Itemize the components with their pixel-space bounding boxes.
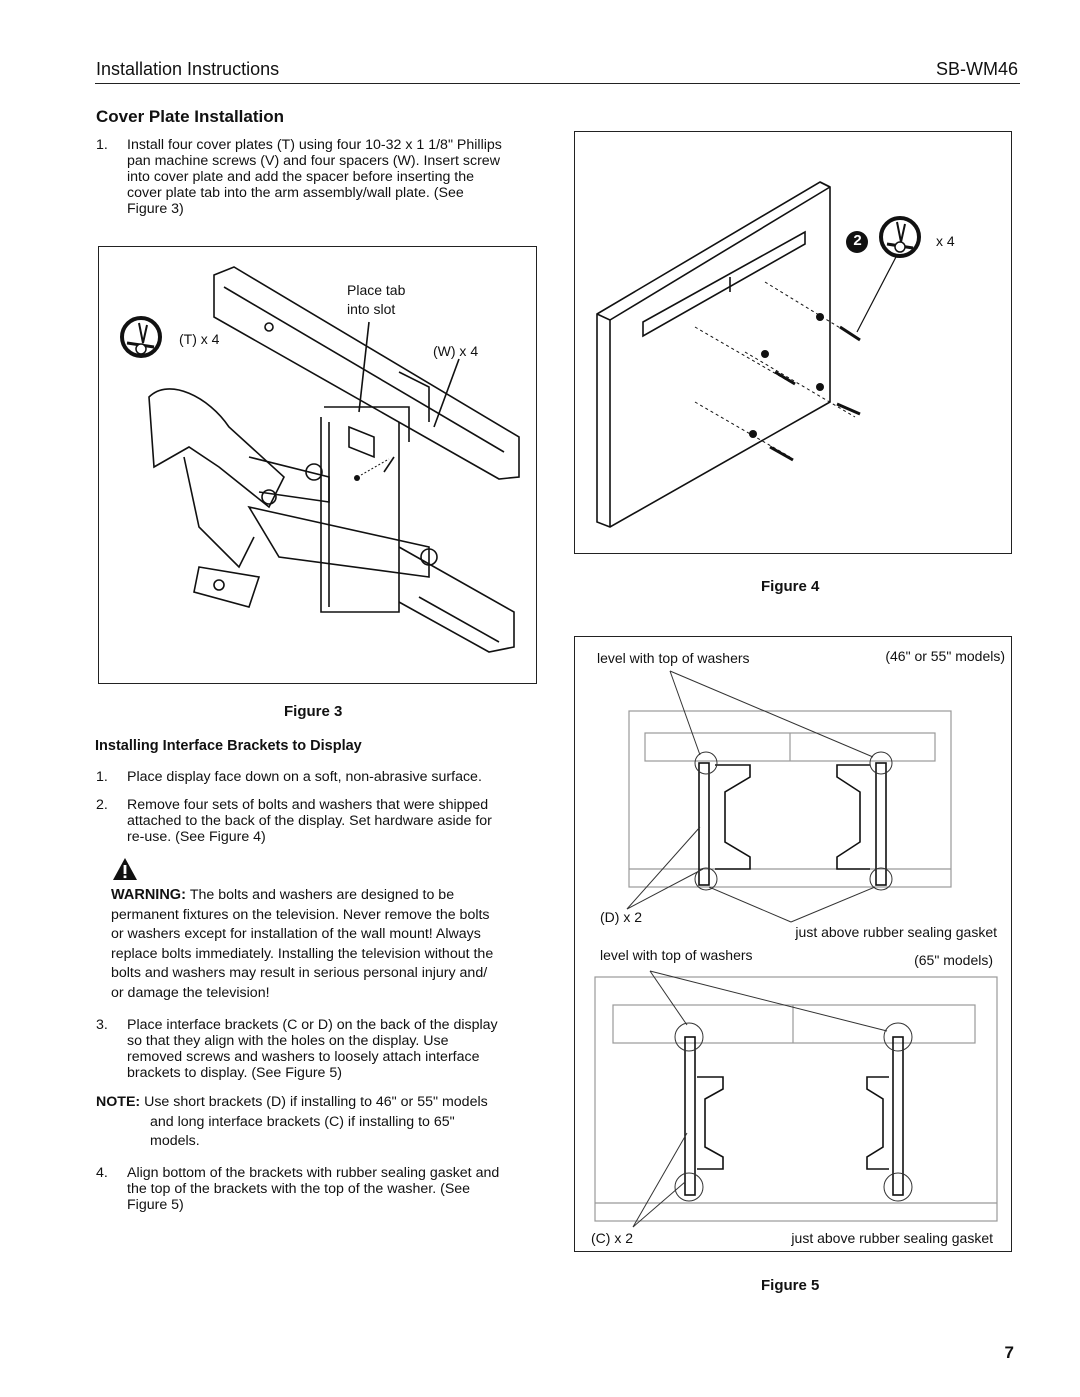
step-text-line: cover plate tab into the arm assembly/wa… (127, 185, 464, 201)
screwdriver-rotate-icon (879, 216, 921, 258)
warning-text-line: replace bolts immediately. Installing th… (111, 945, 494, 962)
page-number: 7 (1004, 1343, 1014, 1362)
note-text-line: Use short brackets (D) if installing to … (144, 1094, 488, 1110)
note-label: NOTE: (96, 1094, 141, 1110)
step-callout-badge (846, 231, 868, 253)
figure-4-caption: Figure 4 (761, 578, 820, 595)
step-number: 3. (96, 1017, 108, 1033)
bracket-step-2: 2. Remove four sets of bolts and washers… (96, 797, 546, 847)
step-text-line: removed screws and washers to loosely at… (127, 1049, 480, 1065)
warning-text-line: bolts and washers may result in serious … (111, 965, 488, 981)
step-text-line: Place display face down on a soft, non-a… (127, 769, 482, 785)
arm-assembly-drawing (120, 266, 520, 653)
step-text-line: Install four cover plates (T) using four… (127, 137, 502, 153)
label-line: Place tab (347, 282, 406, 298)
note-text-line: and long interface brackets (C) if insta… (150, 1113, 455, 1130)
label-line: into slot (347, 301, 396, 317)
warning-label: WARNING: (111, 887, 186, 903)
section-title: Cover Plate Installation (96, 107, 284, 126)
cover-plate-step-1: 1. Install four cover plates (T) using f… (96, 137, 546, 219)
models-label-top: (46" or 55" models) (885, 648, 1005, 664)
document-header-title: Installation Instructions (96, 59, 280, 79)
models-label-bottom: (65" models) (914, 952, 993, 968)
figure-4-illustration: 2 x 4 (574, 131, 1012, 554)
subsection-title: Installing Interface Brackets to Display (95, 738, 362, 754)
bracket-placement-drawing (594, 670, 998, 1228)
step-text-line: re-use. (See Figure 4) (127, 829, 266, 845)
screwdriver-rotate-icon (120, 316, 162, 358)
warning-triangle-icon (113, 858, 137, 880)
step-callout-number: 2 (853, 232, 862, 249)
step-text-line: the top of the brackets with the top of … (127, 1181, 471, 1197)
place-tab-label: Place tab into slot (347, 281, 405, 319)
step-text-line: pan machine screws (V) and four spacers … (127, 153, 500, 169)
figure-5-caption: Figure 5 (761, 1277, 820, 1294)
note-block: NOTE: Use short brackets (D) if installi… (96, 1093, 546, 1152)
header-divider (95, 83, 1020, 84)
step-text-line: so that they align with the holes on the… (127, 1033, 449, 1049)
level-label-top: level with top of washers (597, 650, 750, 666)
warning-notice: WARNING: The bolts and washers are desig… (111, 886, 541, 1003)
step-text-line: Remove four sets of bolts and washers th… (127, 797, 489, 813)
screw-qty-label: x 4 (936, 233, 955, 249)
step-number: 2. (96, 797, 108, 813)
spacer-qty-label: (W) x 4 (433, 343, 479, 359)
step-text-line: Place interface brackets (C or D) on the… (127, 1017, 498, 1033)
gasket-label-top: just above rubber sealing gasket (795, 924, 997, 940)
step-text-line: brackets to display. (See Figure 5) (127, 1065, 343, 1081)
bracket-step-4: 4. Align bottom of the brackets with rub… (96, 1165, 546, 1215)
step-text-line: Figure 5) (127, 1197, 184, 1213)
bracket-d-label: (D) x 2 (600, 909, 642, 925)
step-number: 4. (96, 1165, 108, 1181)
step-number: 1. (96, 769, 108, 785)
step-text-line: Align bottom of the brackets with rubber… (127, 1165, 500, 1181)
warning-text-line: or damage the television! (111, 984, 270, 1001)
step-text-line: attached to the back of the display. Set… (127, 813, 492, 829)
step-text-line: Figure 3) (127, 201, 184, 217)
bracket-c-label: (C) x 2 (591, 1230, 633, 1246)
bracket-step-3: 3. Place interface brackets (C or D) on … (96, 1017, 546, 1083)
note-text-line: models. (150, 1133, 200, 1149)
figure-3-caption: Figure 3 (284, 703, 343, 720)
warning-text-line: permanent fixtures on the television. Ne… (111, 906, 490, 923)
warning-text-line: or washers except for installation of th… (111, 926, 481, 942)
model-number: SB-WM46 (935, 59, 1018, 79)
bracket-step-1: 1. Place display face down on a soft, no… (96, 769, 546, 787)
gasket-label-bottom: just above rubber sealing gasket (791, 1230, 993, 1246)
step-number: 1. (96, 137, 108, 153)
display-back-drawing (596, 181, 921, 528)
step-text-line: into cover plate and add the spacer befo… (127, 169, 475, 185)
figure-3-illustration: Place tab into slot (T) x 4 (W) x 4 (98, 246, 537, 684)
warning-text-line: The bolts and washers are designed to be (189, 887, 455, 903)
cover-plate-qty-label: (T) x 4 (179, 331, 220, 347)
level-label-bottom: level with top of washers (600, 947, 753, 963)
figure-5-illustration: level with top of washers (46" or 55" mo… (574, 636, 1012, 1252)
